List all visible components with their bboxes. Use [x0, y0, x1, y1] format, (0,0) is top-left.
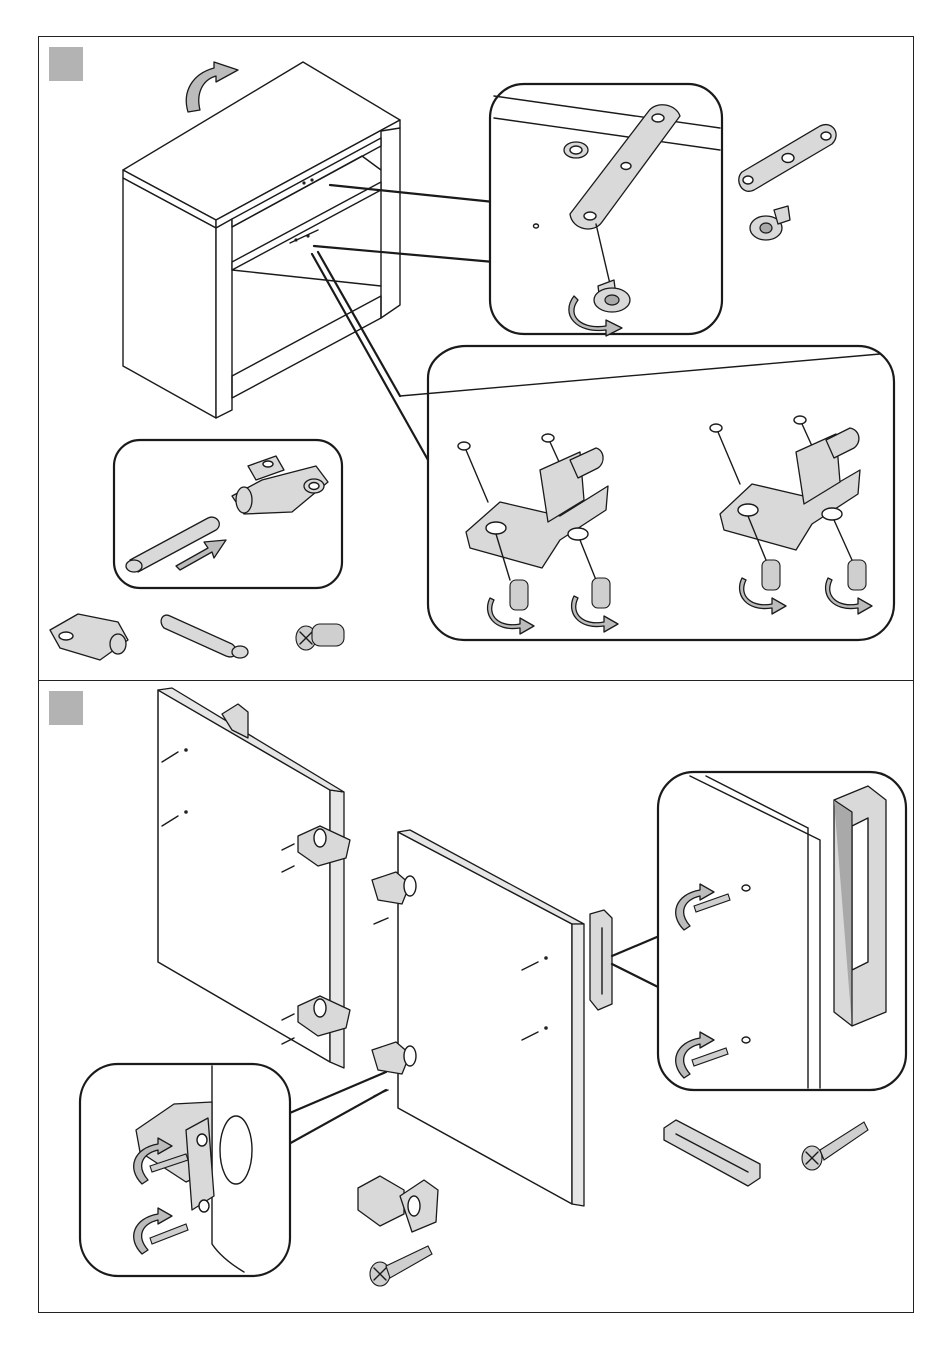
hinge-screw-part — [370, 1246, 432, 1286]
connecting-plate-part — [739, 125, 836, 192]
handle-detail-callout — [612, 772, 906, 1090]
hinge-detail-callout — [80, 1064, 386, 1276]
right-door — [372, 830, 612, 1206]
euro-screw-part — [296, 624, 344, 650]
flip-arrow-icon — [186, 62, 238, 112]
push-latch-pin-part — [161, 615, 248, 658]
plate-bolt-part — [750, 206, 790, 240]
left-door — [158, 688, 350, 1068]
push-latch-housing-part — [50, 614, 128, 660]
latch-insert-callout — [114, 440, 342, 588]
handle-screw-part — [802, 1122, 868, 1170]
door-handle-part — [664, 1120, 760, 1186]
cabinet-carcass — [123, 62, 400, 418]
concealed-hinge-part — [358, 1176, 438, 1232]
